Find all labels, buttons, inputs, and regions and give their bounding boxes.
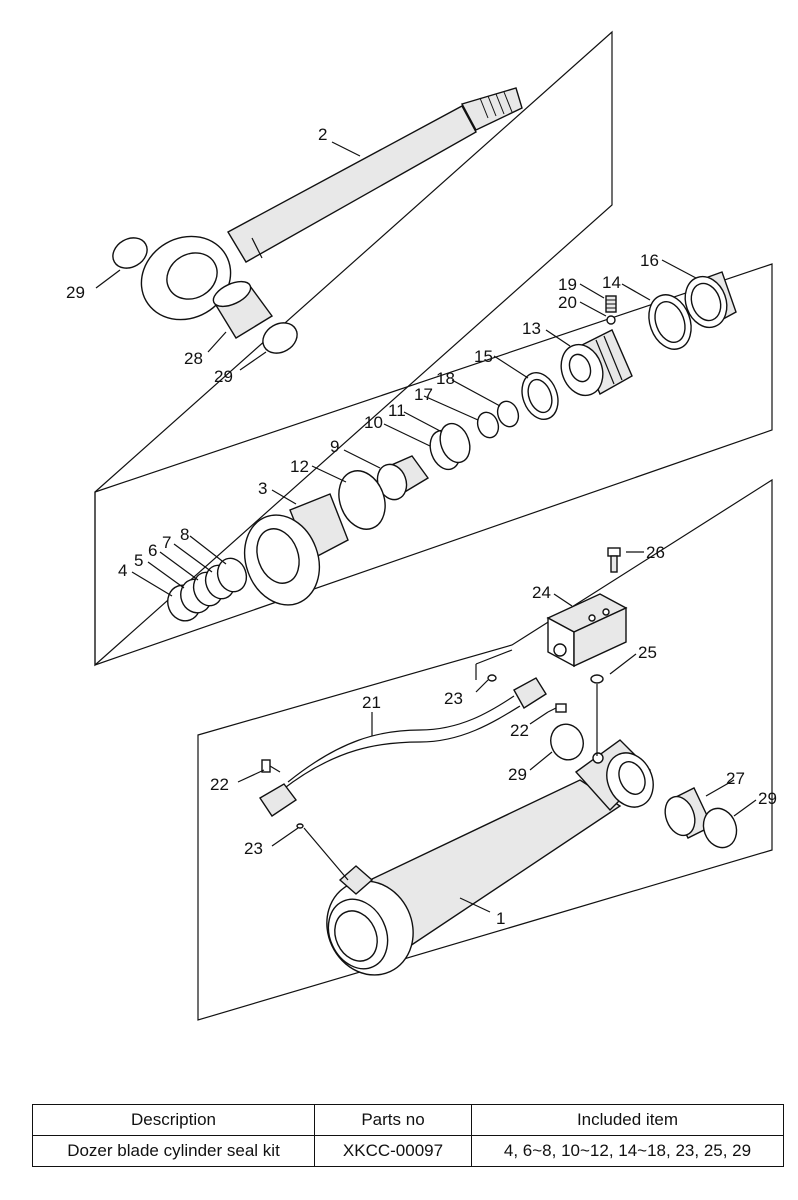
bushing-part-9	[376, 455, 430, 501]
o-ring-part-12	[338, 470, 386, 530]
callout-22-a: 22	[210, 775, 229, 794]
callout-15: 15	[474, 347, 493, 366]
dust-seal-part-29-c	[702, 807, 738, 849]
seal-part-14-inner	[654, 300, 686, 344]
callout-7: 7	[162, 533, 171, 552]
cell-included-item: 4, 6~8, 10~12, 14~18, 23, 25, 29	[471, 1135, 784, 1167]
callout-29-c: 29	[508, 765, 527, 784]
callout-2: 2	[318, 125, 327, 144]
rod-cover-part-3	[243, 493, 349, 606]
callout-29-d: 29	[758, 789, 777, 808]
valve-block-part-24	[546, 593, 628, 668]
callout-29-a: 29	[66, 283, 85, 302]
set-screw-part-19	[605, 295, 617, 313]
callout-27: 27	[726, 769, 745, 788]
seal-part-17	[476, 411, 500, 439]
o-ring-part-25	[590, 674, 604, 684]
o-ring-part-23-a	[487, 674, 497, 682]
leader-lines	[95, 141, 757, 913]
callout-1: 1	[496, 909, 505, 928]
wear-ring-part-16	[684, 271, 737, 329]
header-included-item: Included item	[471, 1104, 784, 1136]
callout-11: 11	[388, 401, 406, 420]
bolt-part-22-b	[547, 703, 567, 713]
callout-26: 26	[646, 543, 665, 562]
callout-17: 17	[414, 385, 433, 404]
cylinder-tube-part-1	[326, 739, 654, 976]
callout-20: 20	[558, 293, 577, 312]
callout-10: 10	[364, 413, 383, 432]
cell-parts-no: XKCC-00097	[314, 1135, 472, 1167]
callout-4: 4	[118, 561, 127, 580]
callout-9: 9	[330, 437, 339, 456]
callout-23-b: 23	[244, 839, 263, 858]
bolt-part-26	[607, 547, 621, 573]
dust-seal-part-29-d	[550, 723, 584, 761]
callout-13: 13	[522, 319, 541, 338]
callout-18: 18	[436, 369, 455, 388]
callout-23-a: 23	[444, 689, 463, 708]
piston-rod-part	[140, 87, 523, 321]
seal-part-11	[439, 422, 471, 464]
tube-assembly-frame	[197, 478, 773, 1021]
callout-3: 3	[258, 479, 267, 498]
seal-part-15-inner	[527, 378, 553, 414]
callout-19: 19	[558, 275, 577, 294]
exploded-parts-diagram: 1 2 3 4 5 6 7 8 9 10 11 12 13 14 15 16 1…	[66, 30, 777, 1021]
callout-5: 5	[134, 551, 143, 570]
dust-seal-part-29-b	[262, 322, 298, 354]
bolt-part-22-a	[261, 759, 281, 773]
callout-22-b: 22	[510, 721, 529, 740]
seal-part-8	[216, 557, 248, 593]
callout-24: 24	[532, 583, 551, 602]
table-row: Dozer blade cylinder seal kit XKCC-00097…	[32, 1135, 784, 1167]
callout-21: 21	[362, 693, 381, 712]
cell-description: Dozer blade cylinder seal kit	[32, 1135, 315, 1167]
seal-kit-table: Description Parts no Included item Dozer…	[32, 1104, 784, 1167]
piston-assembly-frame	[94, 263, 773, 666]
o-ring-part-23-b	[296, 823, 304, 829]
callout-16: 16	[640, 251, 659, 270]
piston-part-13	[560, 329, 633, 397]
callout-8: 8	[180, 525, 189, 544]
header-parts-no: Parts no	[314, 1104, 472, 1136]
rod-assembly-frame	[94, 30, 613, 667]
seal-part-18	[496, 400, 520, 428]
callout-28: 28	[184, 349, 203, 368]
header-description: Description	[32, 1104, 315, 1136]
ball-part-20	[606, 315, 616, 325]
pipe-part-21	[259, 677, 547, 817]
callout-6: 6	[148, 541, 157, 560]
table-header-row: Description Parts no Included item	[32, 1104, 784, 1136]
dust-seal-part-29-a	[112, 237, 148, 269]
callout-25: 25	[638, 643, 657, 662]
callout-12: 12	[290, 457, 309, 476]
callout-14: 14	[602, 273, 621, 292]
bushing-part-28	[212, 280, 274, 339]
callout-29-b: 29	[214, 367, 233, 386]
